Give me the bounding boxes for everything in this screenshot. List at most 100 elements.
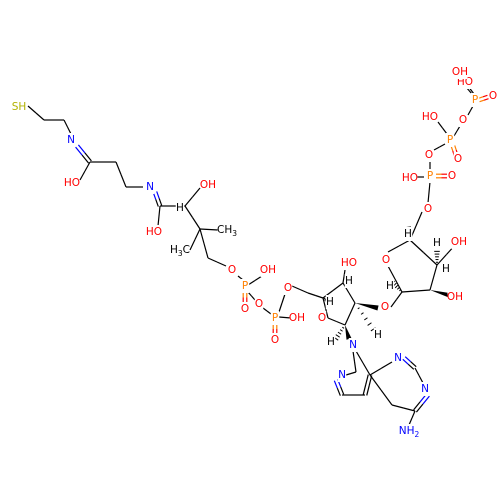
bond-40 [350,371,357,375]
bond-68 [439,143,446,148]
atom-label-bg [399,424,419,438]
atom-label-oh-c3: HO [341,257,357,269]
bond-45 [369,367,382,376]
atom-label-o-ring1: O [318,312,326,324]
atom-label-text: O [454,153,462,165]
bond-39 [352,350,356,362]
atom-label-nh2: NH2 [399,425,420,439]
atom-label-bg [452,65,468,79]
bond-41 [336,387,341,396]
atom-label-h-c1: H [327,336,335,348]
atom-label-p1-o-double: O [241,303,249,315]
atom-label-h3c-b: H3C [170,244,190,258]
atom-label-text: N [67,134,75,146]
atom-label-p3: P [427,170,433,182]
atom-label-p3-o-double: O [448,170,456,182]
bond-48 [422,395,430,405]
atom-label-n9: N [349,339,357,351]
atom-label-p3-ho: HO [402,172,418,184]
atom-label-o-p3-p4: O [425,149,433,161]
atom-label-bg [441,262,451,276]
atom-label-h-r2-c3: H [433,237,441,249]
atom-label-bg [200,178,216,192]
bond-41 [340,386,345,395]
bond-16 [199,228,205,244]
atom-label-subscript: 2 [414,430,419,439]
atom-label-bg [260,263,276,277]
atom-label-bg [424,148,434,162]
atom-label-oh-r2-c2: OH [447,291,463,303]
atom-label-p5-oh-top: OH [452,66,468,78]
atom-label-text: O [459,114,467,126]
bond-15 [189,239,196,251]
bond-23 [278,316,286,319]
bond-54 [415,289,431,292]
atom-label-text: P [242,280,248,292]
atom-label-text: OH [200,179,216,191]
atom-label-text: H [404,228,412,240]
bond-74 [482,94,488,98]
atom-label-text: P [472,94,478,106]
bond-53-hash [394,284,399,289]
atom-label-bg [447,290,463,304]
bond-12 [192,187,201,198]
bond-44 [355,350,364,364]
bond-12 [184,196,193,207]
atom-label-text: O [424,203,432,215]
atom-label-bg [380,300,390,314]
atom-label-sh: SH [12,101,27,113]
atom-label-bg [445,133,455,147]
bond-37-hash [335,334,340,338]
atom-label-bg [458,113,468,127]
atom-label-bg [227,263,237,277]
atom-label-n-thioamide: N [67,134,75,146]
bond-48 [413,401,421,411]
bond-7 [115,161,122,175]
bond-46 [404,356,412,363]
bond-54 [401,290,417,293]
atom-label-text: HO [341,257,357,269]
atom-label-bg [317,311,327,325]
atom-label-h-r2-c2: H [442,263,450,275]
atom-label-text: HO [146,226,162,238]
bond-26 [291,285,301,291]
atom-label-bg [146,225,162,239]
atom-label-text: N [146,181,154,193]
bond-9 [158,198,163,206]
atom-label-bg [341,256,357,270]
atom-label-bg [254,297,264,311]
bond-49 [403,407,416,412]
atom-label-bg [420,382,430,396]
bond-47 [418,375,424,384]
atom-label-text: H [386,280,394,292]
atom-label-text: O [228,264,236,276]
bond-31 [336,320,346,326]
bond-50 [380,389,393,406]
atom-label-text: N [394,352,402,364]
bond-37-hash [339,329,343,332]
bond-64 [427,192,430,204]
atom-label-subscript: 3 [232,229,237,238]
atom-label-ho-amide: HO [146,226,162,238]
bond-38-hash [357,307,360,310]
bond-51 [408,417,413,426]
atom-label-text: O [448,170,456,182]
atom-label-h-c4: H [326,296,334,308]
atom-label-bg [381,253,391,267]
atom-label-bg [453,152,463,166]
atom-label-ho-thioamide: HO [64,177,80,189]
bond-49 [391,404,404,409]
atom-label-bg [488,89,498,103]
bond-17 [207,257,218,263]
atom-label-p4: P [447,134,453,146]
bond-31 [327,317,337,323]
atom-label-p2-o-double: O [271,334,279,346]
atom-label-text: H [433,237,441,249]
atom-label-text: H [176,202,184,214]
bond-15 [194,228,201,240]
bond-9 [156,191,160,199]
atom-label-bg [270,333,280,347]
atom-label-text: N [421,383,429,395]
atom-label-o-r2-5prime: O [424,203,432,215]
